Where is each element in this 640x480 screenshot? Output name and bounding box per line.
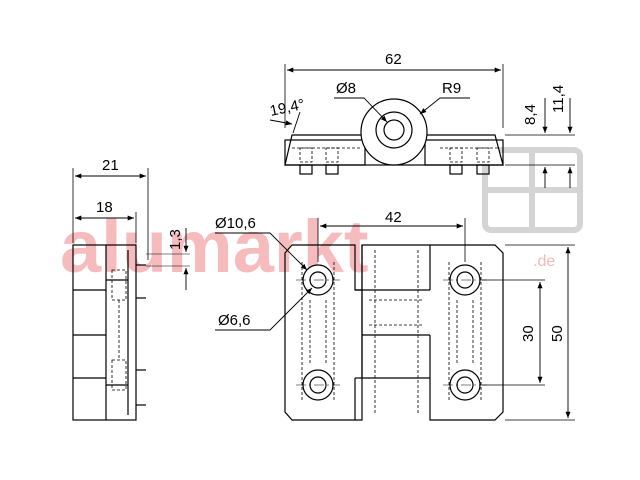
front-holes bbox=[302, 264, 481, 401]
dim-top-radius: R9 bbox=[442, 80, 461, 97]
dim-front-height: 50 bbox=[549, 325, 566, 342]
dim-top-height-large: 11,4 bbox=[550, 85, 567, 113]
top-view bbox=[269, 64, 575, 188]
dim-front-hole-dia: Ø6,6 bbox=[218, 312, 251, 329]
dim-front-counterbore-dia: Ø10,6 bbox=[215, 215, 256, 232]
front-view bbox=[215, 218, 575, 421]
dim-front-hole-spacing-v: 30 bbox=[520, 325, 537, 342]
side-view bbox=[72, 168, 190, 421]
profile-logo bbox=[482, 147, 583, 233]
dim-top-hole-dia: Ø8 bbox=[336, 80, 356, 97]
dim-side-width-inner: 18 bbox=[96, 199, 113, 216]
watermark-tld-text: .de bbox=[533, 253, 555, 270]
dim-top-width: 62 bbox=[385, 51, 402, 68]
dim-side-offset: 1,3 bbox=[167, 229, 184, 250]
dim-top-angle: 19,4° bbox=[268, 96, 306, 120]
dim-side-width-outer: 21 bbox=[102, 157, 119, 174]
dim-top-height-small: 8,4 bbox=[522, 104, 539, 125]
dim-front-hole-spacing-h: 42 bbox=[385, 209, 402, 226]
